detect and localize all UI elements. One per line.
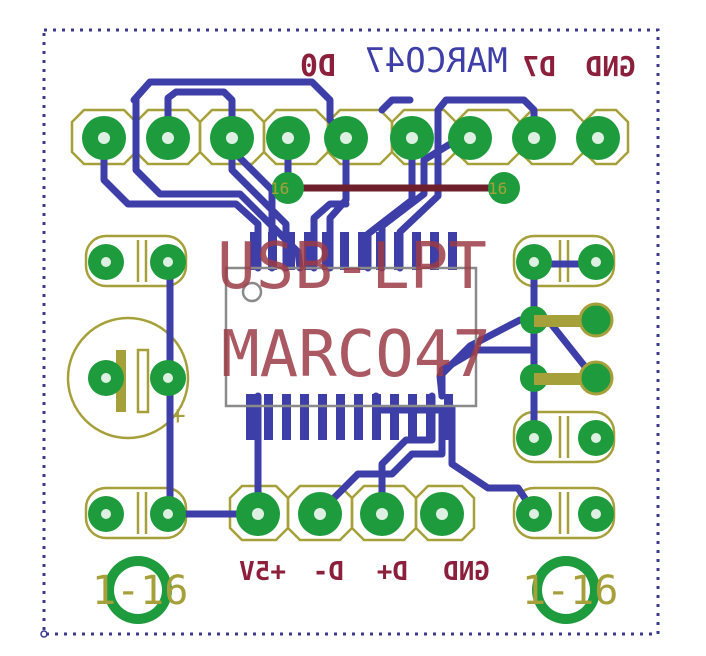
label-d7: D7 bbox=[522, 50, 556, 83]
label-top-gnd: GND bbox=[585, 50, 636, 83]
ring-pads bbox=[534, 302, 614, 396]
cap-plus-label: + bbox=[170, 401, 186, 431]
title-usb-lpt: USB-LPT bbox=[217, 230, 487, 304]
pad-drills bbox=[98, 132, 604, 520]
label-bottom-gnd: GND bbox=[443, 557, 490, 587]
soic-chip-icon bbox=[224, 266, 478, 408]
board-outline bbox=[42, 28, 660, 636]
title-marco47: MARCO47 bbox=[221, 318, 491, 392]
silk-small-parts bbox=[84, 234, 616, 540]
label-5v: +5V bbox=[239, 557, 286, 587]
label-jumper-right: 16 bbox=[488, 179, 507, 198]
label-hole-left: 1-16 bbox=[92, 568, 188, 614]
label-d0: D0 bbox=[300, 49, 336, 84]
origin-marker bbox=[40, 630, 48, 638]
label-d-plus: D+ bbox=[377, 557, 408, 587]
label-hole-right: 1-16 bbox=[522, 568, 618, 614]
label-d-minus: D- bbox=[313, 557, 344, 587]
copper-traces bbox=[100, 78, 598, 518]
label-top-marco: MARCO47 bbox=[364, 41, 507, 81]
soic-chip-pins bbox=[246, 232, 457, 440]
label-jumper-left: 16 bbox=[270, 179, 289, 198]
mounting-hole-icon bbox=[104, 556, 600, 624]
